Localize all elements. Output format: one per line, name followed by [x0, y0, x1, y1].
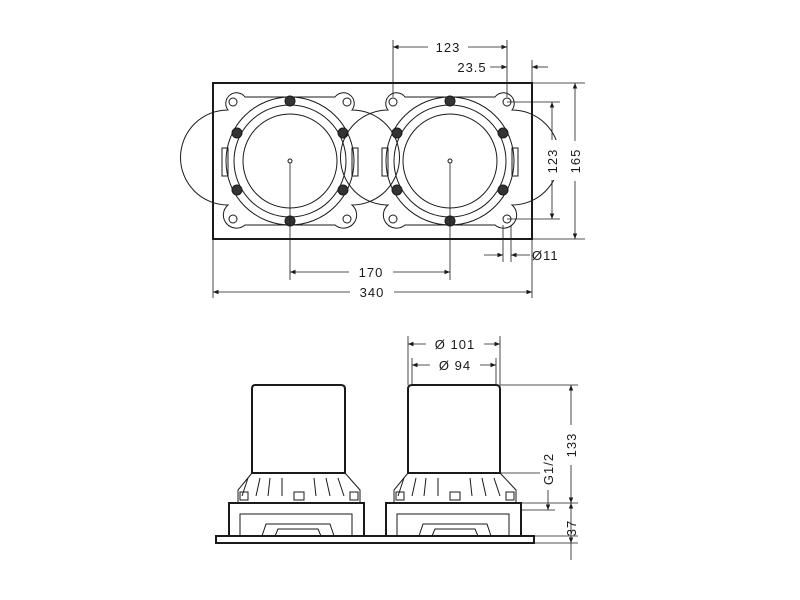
right-valve-unit [340, 92, 560, 229]
dim-total-width-label: 340 [360, 285, 385, 300]
dim-inner-diameter-label: Ø 94 [439, 358, 471, 373]
dim-height-inner-label: 123 [545, 149, 560, 174]
elevation-view: Ø 101 Ø 94 G1/2 133 37 [215, 336, 579, 560]
dim-hole-diameter-label: Ø11 [532, 248, 559, 263]
dim-height-outer-label: 165 [568, 149, 583, 174]
left-valve-body [228, 384, 365, 537]
plan-extension-lines [212, 40, 585, 298]
base-plate [215, 535, 535, 544]
left-center-mark [287, 158, 293, 164]
dim-outer-diameter-label: Ø 101 [435, 337, 475, 352]
mounting-plate [212, 82, 533, 240]
left-corner-holes [228, 97, 352, 224]
plan-view: 123 23.5 123 165 Ø11 170 340 [180, 39, 585, 300]
left-valve-unit [180, 92, 400, 229]
dim-center-spacing-label: 170 [359, 265, 384, 280]
dim-thread-label: G1/2 [541, 453, 556, 485]
dim-top-offset-label: 23.5 [457, 60, 486, 75]
right-center-mark [447, 158, 453, 164]
right-valve-body [385, 384, 522, 537]
dim-body-height-label: 133 [564, 433, 579, 458]
dim-base-height-label: 37 [564, 520, 579, 536]
dim-top-width-label: 123 [436, 40, 461, 55]
right-ring-bolts [391, 95, 509, 227]
